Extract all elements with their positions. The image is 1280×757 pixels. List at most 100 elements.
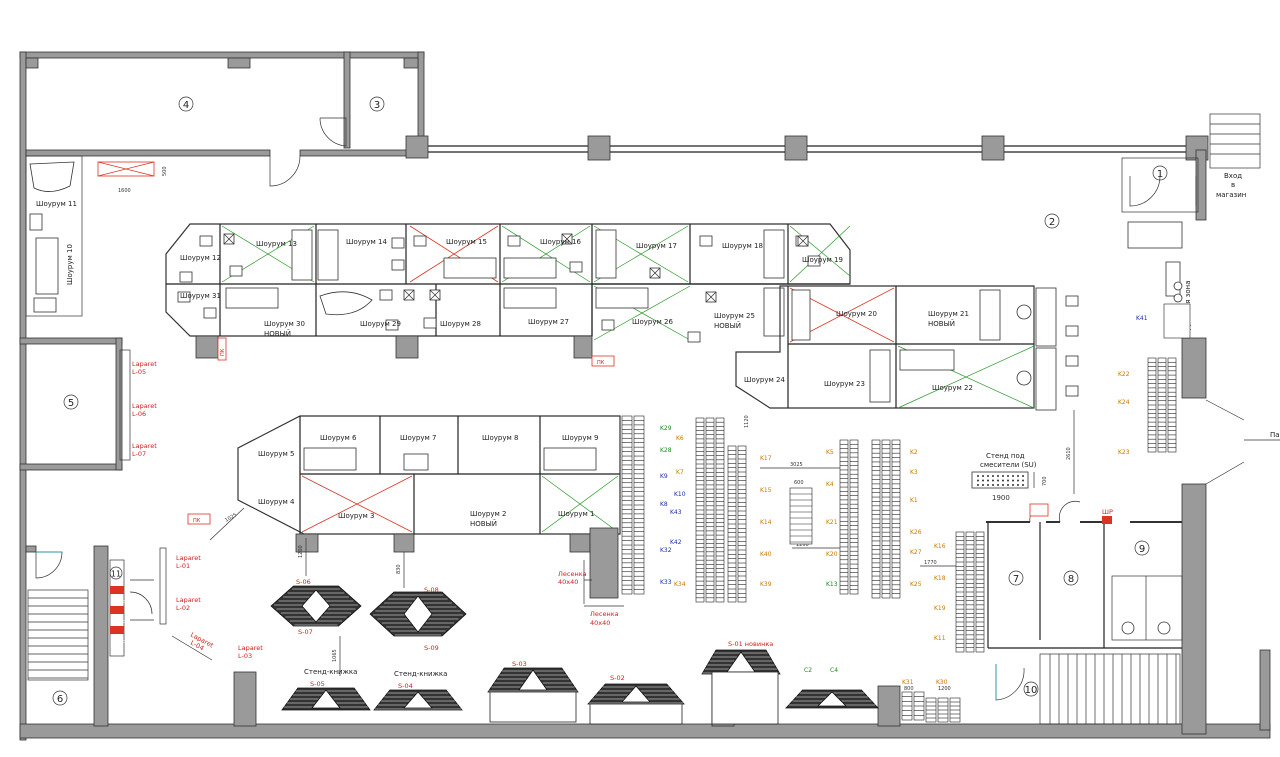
showroom-10: Шоурум 10 bbox=[66, 244, 74, 285]
dim-1600: 1600 bbox=[118, 188, 131, 194]
rack-k22: K22 bbox=[1118, 371, 1130, 378]
dim-1065: 1065 bbox=[332, 649, 338, 662]
room-2: 2 bbox=[1049, 217, 1055, 228]
rack-k28: K28 bbox=[660, 447, 672, 454]
showroom-28: Шоурум 28 bbox=[440, 320, 481, 328]
outer-walls bbox=[19, 51, 1271, 741]
laparet-l01-b: L-01 bbox=[176, 562, 190, 570]
entrance-label-3: магазин bbox=[1216, 191, 1246, 199]
stand-book-2: Стенд-книжка bbox=[394, 670, 447, 678]
doors-top bbox=[269, 117, 347, 187]
showroom-2: Шоурум 2 bbox=[470, 510, 506, 518]
showroom-12: Шоурум 12 bbox=[180, 254, 221, 262]
rack-k7: K7 bbox=[676, 469, 684, 476]
mixer-stand-label-2: смесители (SU) bbox=[980, 461, 1037, 469]
pk-tag-2: ПК bbox=[597, 360, 605, 366]
rack-k13: K13 bbox=[826, 581, 838, 588]
rack-labels: K29 K28 K9 K8 K42 K32 K33 K6 K7 K10 K43 … bbox=[660, 371, 1130, 686]
rack-k41: K41 bbox=[1136, 315, 1148, 322]
dim-1120: 1120 bbox=[744, 415, 750, 428]
rack-k30: K30 bbox=[936, 679, 948, 686]
room-11: 11 bbox=[111, 570, 121, 579]
stand-s09: S-09 bbox=[424, 644, 439, 652]
stand-s04: S-04 bbox=[398, 682, 413, 690]
room-7: 7 bbox=[1013, 574, 1019, 585]
dim-1770: 1770 bbox=[924, 560, 937, 566]
rack-k2: K2 bbox=[910, 449, 918, 456]
pa-label: Па bbox=[1270, 431, 1280, 439]
ladder-a-1: Лесенка bbox=[558, 570, 587, 578]
pk-tag-3: ПК bbox=[220, 348, 226, 356]
laparet-l06-b: L-06 bbox=[132, 410, 146, 418]
service-rooms: ШР bbox=[986, 501, 1183, 725]
stand-s02: S-02 bbox=[610, 674, 625, 682]
showroom-9: Шоурум 9 bbox=[562, 434, 598, 442]
rack-k20: K20 bbox=[826, 551, 838, 558]
stand-c4: C4 bbox=[830, 667, 838, 674]
showroom-31: Шоурум 31 bbox=[180, 292, 221, 300]
room-3: 3 bbox=[374, 100, 380, 111]
entrance-label-1: Вход bbox=[1224, 172, 1242, 180]
dim-600: 600 bbox=[794, 480, 804, 486]
showroom-17: Шоурум 17 bbox=[636, 242, 677, 250]
shr-tag-c: ШР bbox=[117, 640, 125, 646]
rack-k26: K26 bbox=[910, 529, 922, 536]
rack-k19: K19 bbox=[934, 605, 946, 612]
dimension-labels: 1200 830 1065 3025 2610 1120 1200 1770 6… bbox=[298, 410, 1075, 692]
dim-1200c: 1200 bbox=[938, 686, 951, 692]
dim-1025: 1025 bbox=[224, 512, 238, 524]
showroom-25: Шоурум 25 bbox=[714, 312, 755, 320]
rack-k15: K15 bbox=[760, 487, 772, 494]
laparet-l02-b: L-02 bbox=[176, 604, 190, 612]
ladder-a-2: 40x40 bbox=[558, 578, 578, 586]
showroom-left-top: 1600 500 Шоурум 11 Шоурум 10 bbox=[25, 155, 168, 317]
rack-k14: K14 bbox=[760, 519, 772, 526]
rack-k17: K17 bbox=[760, 455, 772, 462]
rack-k16: K16 bbox=[934, 543, 946, 550]
shr-tag-a: ШР bbox=[117, 600, 125, 606]
ladder-b-2: 40x40 bbox=[590, 619, 610, 627]
showroom-24: Шоурум 24 bbox=[744, 376, 785, 384]
rack-k40: K40 bbox=[760, 551, 772, 558]
rack-k11: K11 bbox=[934, 635, 946, 642]
showroom-22: Шоурум 22 bbox=[932, 384, 973, 392]
dim-1200a: 1200 bbox=[298, 545, 304, 558]
s-stands bbox=[270, 585, 879, 725]
rack-k43: K43 bbox=[670, 509, 682, 516]
rack-k39: K39 bbox=[760, 581, 772, 588]
mixer-stand-height: 700 bbox=[1042, 476, 1048, 486]
rack-k42: K42 bbox=[670, 539, 682, 546]
stand-s01: S-01 новинка bbox=[728, 640, 773, 648]
showroom-27: Шоурум 27 bbox=[528, 318, 569, 326]
laparet-l07-b: L-07 bbox=[132, 450, 146, 458]
rack-k3: K3 bbox=[910, 469, 918, 476]
stand-s05: S-05 bbox=[310, 680, 325, 688]
dim-1200b: 1200 bbox=[796, 542, 809, 548]
ladder-b-1: Лесенка bbox=[590, 610, 619, 618]
showroom-26: Шоурум 26 bbox=[632, 318, 673, 326]
showroom-21-new: НОВЫЙ bbox=[928, 319, 955, 328]
rack-k25: K25 bbox=[910, 581, 922, 588]
rack-k24: K24 bbox=[1118, 399, 1130, 406]
rack-k6: K6 bbox=[676, 435, 684, 442]
stand-s03: S-03 bbox=[512, 660, 527, 668]
laparet-bottom-left: Laparet L-01 Laparet L-02 Laparet L-04 L… bbox=[159, 507, 263, 661]
showroom-7: Шоурум 7 bbox=[400, 434, 436, 442]
dim-800: 800 bbox=[904, 686, 914, 692]
stand-s08: S-08 bbox=[424, 586, 439, 594]
dim-500: 500 bbox=[162, 166, 168, 176]
stand-s07: S-07 bbox=[298, 628, 313, 636]
laparet-l03-b: L-03 bbox=[238, 652, 252, 660]
laparet-l01-a: Laparet bbox=[176, 554, 201, 562]
rack-k21: K21 bbox=[826, 519, 838, 526]
room-6: 6 bbox=[57, 694, 63, 705]
shr-tag-b: ШР bbox=[117, 620, 125, 626]
room-9: 9 bbox=[1139, 544, 1145, 555]
rack-k8: K8 bbox=[660, 501, 668, 508]
showroom-3: Шоурум 3 bbox=[338, 512, 374, 520]
stand-book-1: Стенд-книжка bbox=[304, 668, 357, 676]
laparet-l05-a: Laparet bbox=[132, 360, 157, 368]
showroom-30-new: НОВЫЙ bbox=[264, 329, 291, 338]
stand-s06: S-06 bbox=[296, 578, 311, 586]
